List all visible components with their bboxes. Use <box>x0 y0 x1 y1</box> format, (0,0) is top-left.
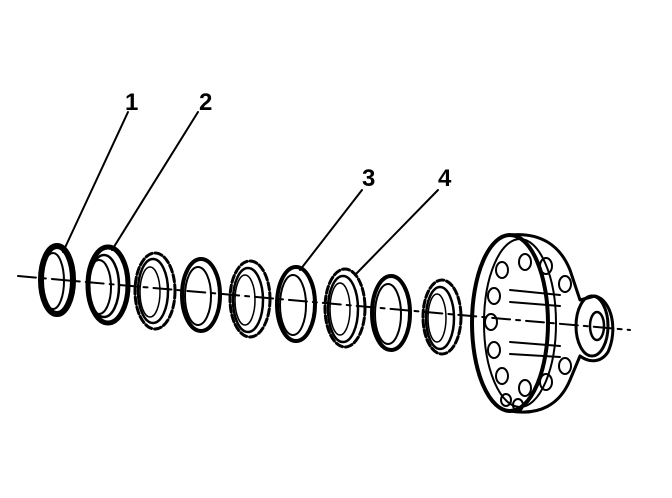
toothed-plate-c <box>228 259 272 339</box>
part-2-ring <box>85 244 131 326</box>
leader-line-4 <box>354 189 439 276</box>
leader-line-3 <box>299 189 363 271</box>
callout-4: 4 <box>438 165 452 192</box>
callout-3: 3 <box>362 165 375 192</box>
part-4-toothed-plate <box>323 267 367 349</box>
leader-line-2 <box>111 111 199 251</box>
ring-d <box>370 274 412 352</box>
leader-line-1 <box>62 111 129 253</box>
toothed-plate-e <box>421 278 463 356</box>
ring-b <box>180 257 222 333</box>
toothed-plate-a <box>133 251 177 331</box>
hub-assembly <box>470 233 615 414</box>
part-1-ring <box>38 243 76 317</box>
callout-1: 1 <box>125 89 138 116</box>
callout-2: 2 <box>199 89 212 116</box>
part-3-ring <box>275 265 317 343</box>
